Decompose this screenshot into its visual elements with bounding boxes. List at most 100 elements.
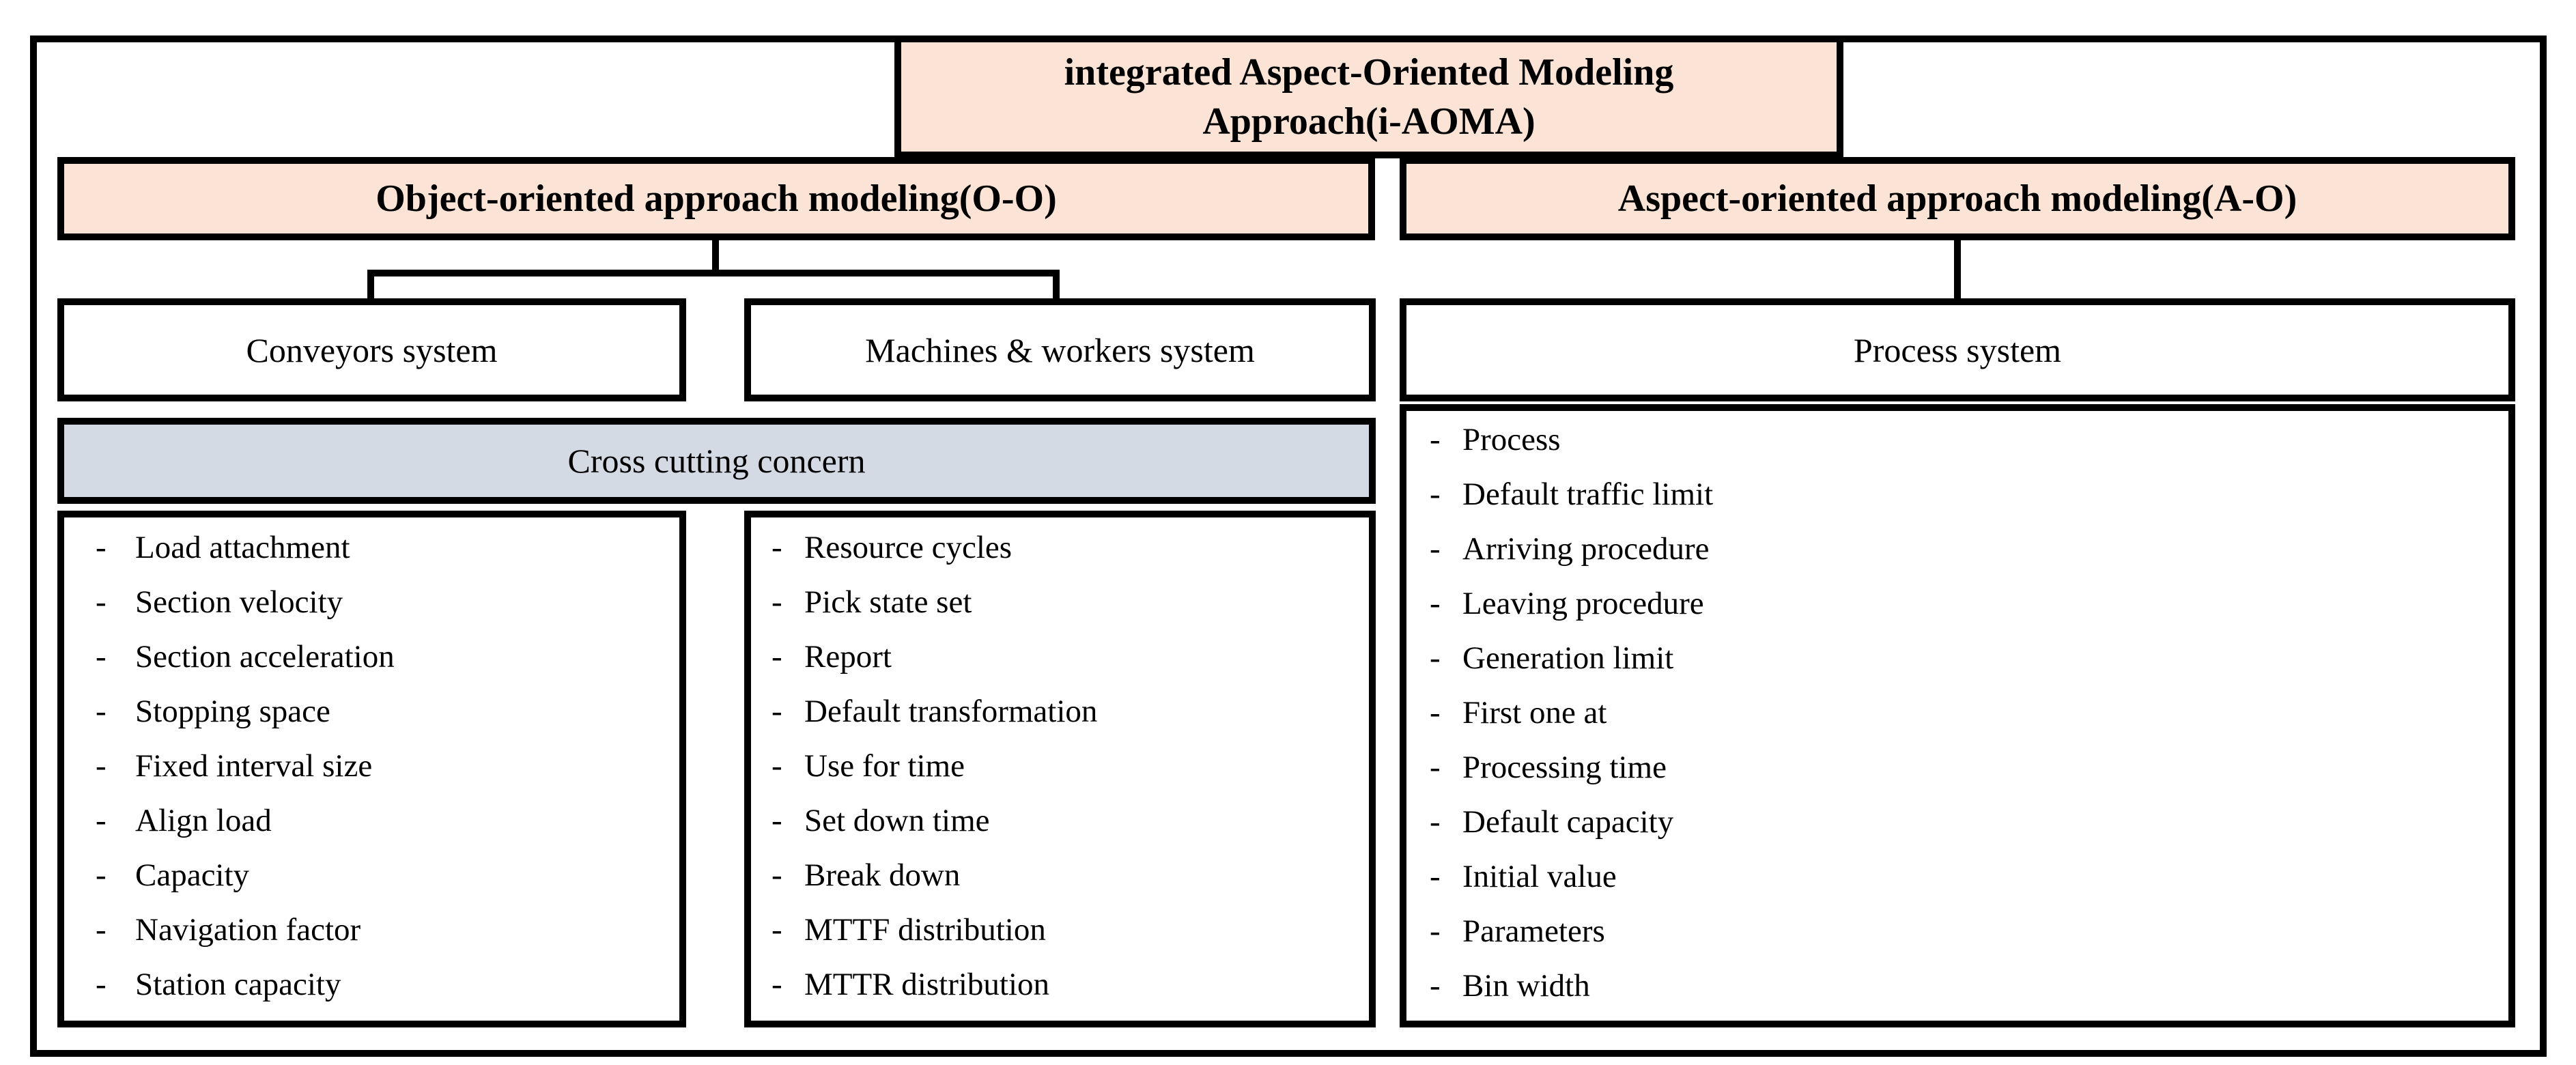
dash-bullet: -: [96, 803, 107, 838]
list-item: - Section acceleration: [96, 629, 673, 684]
dash-bullet: -: [1430, 804, 1441, 840]
list-item: - Default capacity: [1430, 795, 2502, 849]
machines-stub-connector: [1053, 270, 1060, 298]
list-item-label: Set down time: [804, 803, 990, 838]
dash-bullet: -: [96, 967, 107, 1002]
title-line-2: Approach(i-AOMA): [1202, 100, 1535, 143]
list-item: - Station capacity: [96, 957, 673, 1012]
list-item-label: Initial value: [1462, 859, 1617, 894]
oo-branch-horizontal: [367, 270, 1060, 276]
dash-bullet: -: [772, 694, 782, 729]
cross-cutting-concern-bar: Cross cutting concern: [57, 418, 1376, 504]
dash-bullet: -: [1430, 695, 1441, 730]
machines-attributes-list: - Resource cycles - Pick state set - Rep…: [744, 511, 1376, 1027]
list-item-label: Default traffic limit: [1462, 477, 1714, 512]
dash-bullet: -: [96, 694, 107, 729]
title-box: integrated Aspect-Oriented Modeling Appr…: [894, 36, 1843, 158]
list-item: - Pick state set: [772, 575, 1362, 629]
list-item-label: Bin width: [1462, 968, 1590, 1004]
list-item: - Generation limit: [1430, 631, 2502, 685]
list-item-label: MTTR distribution: [804, 967, 1050, 1002]
conveyors-system-label: Conveyors system: [246, 330, 498, 369]
list-item-label: Resource cycles: [804, 530, 1013, 565]
list-item: - Arriving procedure: [1430, 522, 2502, 576]
list-item-label: Generation limit: [1462, 640, 1674, 676]
list-item: - Parameters: [1430, 904, 2502, 958]
dash-bullet: -: [772, 857, 782, 893]
cross-cutting-concern-label: Cross cutting concern: [567, 442, 866, 480]
list-item-label: Load attachment: [135, 530, 350, 565]
list-item-label: Arriving procedure: [1462, 531, 1710, 567]
dash-bullet: -: [96, 530, 107, 565]
list-item: - Load attachment: [96, 520, 673, 575]
dash-bullet: -: [1430, 859, 1441, 894]
dash-bullet: -: [1430, 477, 1441, 512]
dash-bullet: -: [1430, 586, 1441, 621]
list-item: - Set down time: [772, 793, 1362, 848]
conveyors-attributes-list: - Load attachment - Section velocity - S…: [57, 511, 686, 1027]
dash-bullet: -: [1430, 640, 1441, 676]
list-item: - Capacity: [96, 848, 673, 903]
dash-bullet: -: [772, 748, 782, 784]
dash-bullet: -: [772, 584, 782, 620]
dash-bullet: -: [96, 748, 107, 784]
list-item-label: Report: [804, 639, 892, 674]
list-item-label: Fixed interval size: [135, 748, 373, 784]
list-item-label: Section acceleration: [135, 639, 395, 674]
conveyors-system-box: Conveyors system: [57, 298, 686, 401]
list-item: - Use for time: [772, 739, 1362, 793]
dash-bullet: -: [96, 857, 107, 893]
list-item-label: First one at: [1462, 695, 1607, 730]
list-item: - Default traffic limit: [1430, 467, 2502, 522]
ao-drop-connector: [1954, 240, 1961, 298]
process-system-box: Process system: [1400, 298, 2515, 401]
process-system-label: Process system: [1853, 330, 2062, 369]
list-item: - Section velocity: [96, 575, 673, 629]
list-item: - MTTF distribution: [772, 903, 1362, 957]
list-item-label: MTTF distribution: [804, 912, 1046, 948]
object-oriented-label: Object-oriented approach modeling(O-O): [376, 178, 1057, 220]
list-item-label: Station capacity: [135, 967, 341, 1002]
dash-bullet: -: [96, 639, 107, 674]
list-item-label: Process: [1462, 422, 1561, 457]
list-item: - Leaving procedure: [1430, 576, 2502, 631]
list-item-label: Parameters: [1462, 913, 1605, 949]
list-item-label: Capacity: [135, 857, 250, 893]
dash-bullet: -: [1430, 750, 1441, 785]
list-item-label: Default transformation: [804, 694, 1098, 729]
list-item-label: Use for time: [804, 748, 965, 784]
list-item: - Navigation factor: [96, 903, 673, 957]
list-item: - Align load: [96, 793, 673, 848]
object-oriented-bar: Object-oriented approach modeling(O-O): [57, 157, 1375, 240]
list-item-label: Navigation factor: [135, 912, 361, 948]
dash-bullet: -: [1430, 422, 1441, 457]
list-item-label: Stopping space: [135, 694, 330, 729]
machines-workers-system-box: Machines & workers system: [744, 298, 1376, 401]
list-item-label: Break down: [804, 857, 961, 893]
list-item-label: Pick state set: [804, 584, 972, 620]
dash-bullet: -: [772, 967, 782, 1002]
conveyors-stub-connector: [367, 270, 374, 298]
dash-bullet: -: [1430, 531, 1441, 567]
list-item: - Report: [772, 629, 1362, 684]
list-item: - MTTR distribution: [772, 957, 1362, 1012]
list-item: - First one at: [1430, 685, 2502, 740]
dash-bullet: -: [1430, 913, 1441, 949]
list-item-label: Default capacity: [1462, 804, 1674, 840]
oo-drop-connector: [712, 240, 719, 273]
dash-bullet: -: [96, 584, 107, 620]
list-item: - Bin width: [1430, 958, 2502, 1013]
dash-bullet: -: [1430, 968, 1441, 1004]
dash-bullet: -: [772, 912, 782, 948]
aspect-oriented-bar: Aspect-oriented approach modeling(A-O): [1400, 157, 2515, 240]
list-item-label: Section velocity: [135, 584, 343, 620]
list-item-label: Leaving procedure: [1462, 586, 1704, 621]
dash-bullet: -: [772, 530, 782, 565]
list-item: - Stopping space: [96, 684, 673, 739]
list-item: - Default transformation: [772, 684, 1362, 739]
aspect-oriented-label: Aspect-oriented approach modeling(A-O): [1617, 178, 2297, 220]
dash-bullet: -: [772, 803, 782, 838]
list-item-label: Align load: [135, 803, 272, 838]
process-attributes-list: - Process - Default traffic limit - Arri…: [1400, 404, 2515, 1027]
